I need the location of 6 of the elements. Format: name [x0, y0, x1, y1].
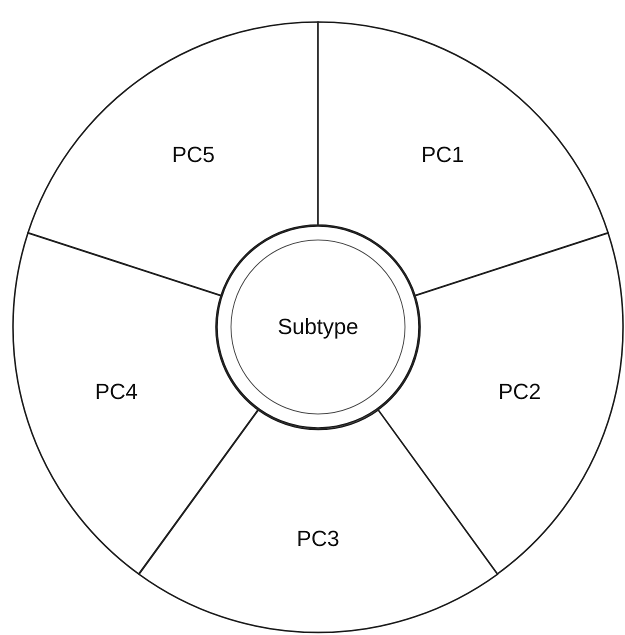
segment-label: PC4 — [94, 379, 138, 406]
segment-label: PC5 — [172, 142, 215, 168]
segment-label: PC2 — [498, 379, 541, 406]
segment-label: PC3 — [296, 526, 340, 552]
center-label: Subtype — [278, 314, 358, 340]
segment-label: PC1 — [421, 142, 464, 168]
